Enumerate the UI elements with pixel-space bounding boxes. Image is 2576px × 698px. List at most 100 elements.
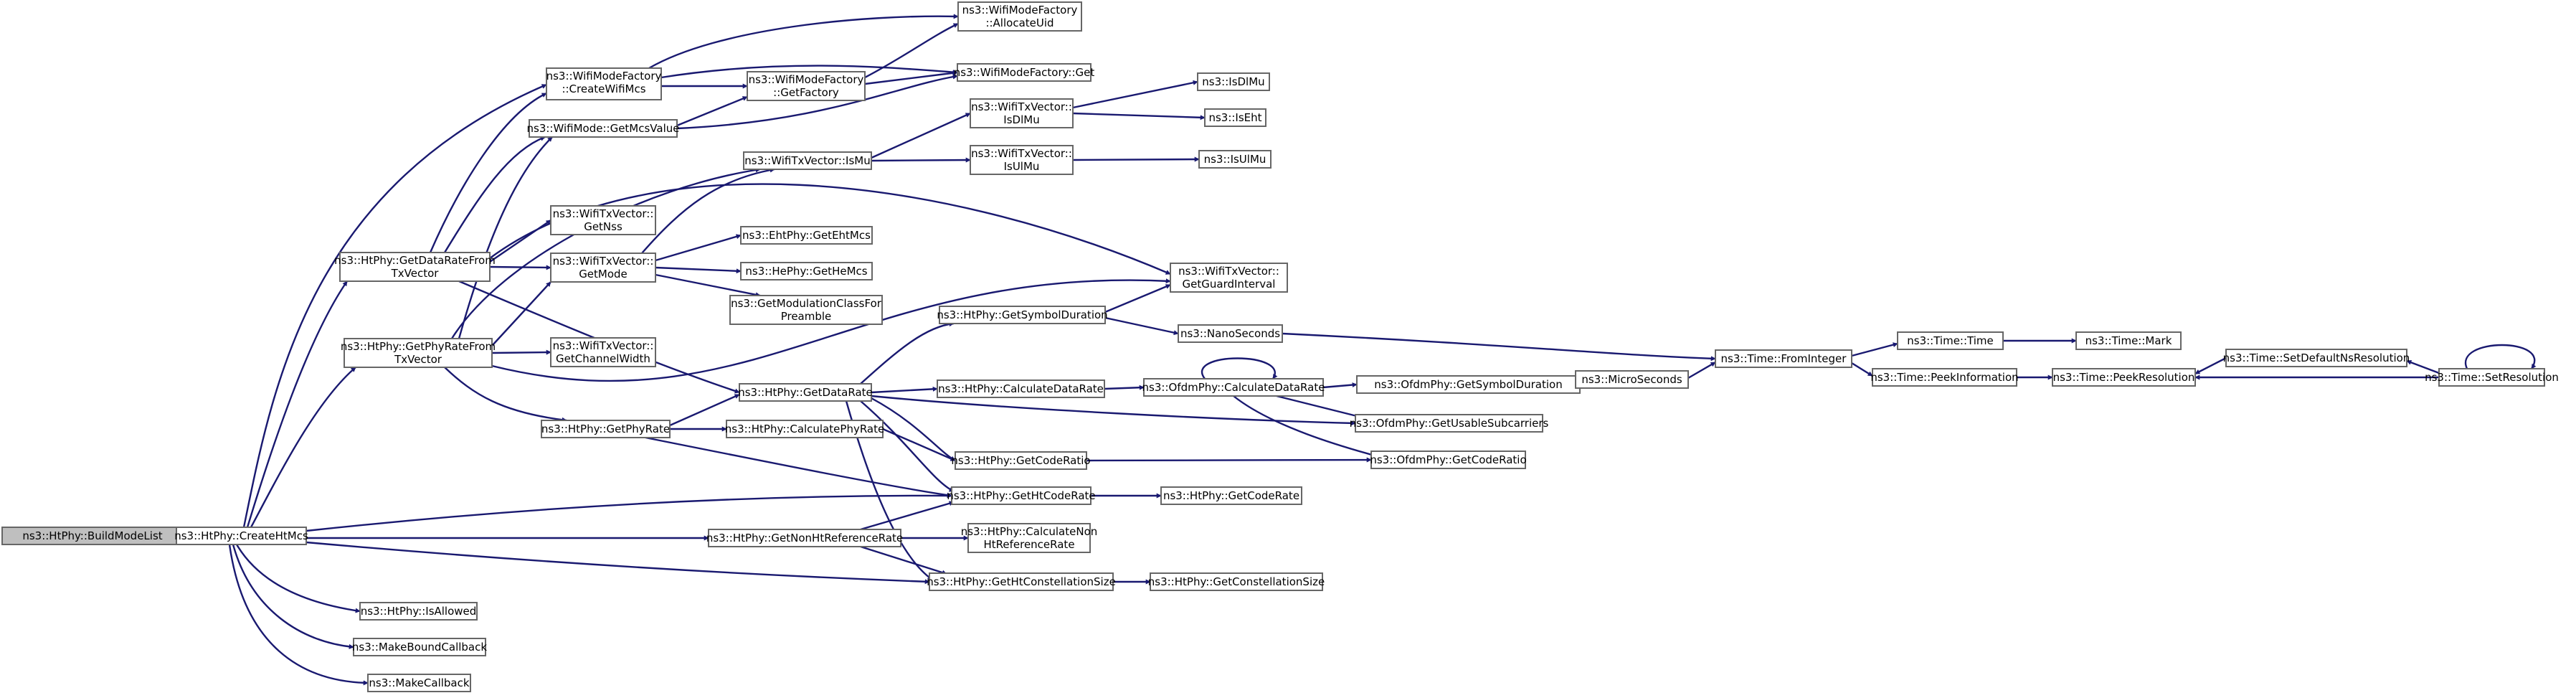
node-label: ns3::WifiModeFactory [962,4,1078,16]
node-label: ns3::WifiTxVector:: [971,147,1072,160]
edge-n31-to-n29 [860,501,955,531]
node-box [2225,349,2407,367]
node-label: ns3::Time::SetResolution [2425,371,2559,384]
function-node[interactable]: ns3::IsEht [1204,108,1266,127]
node-label: ns3::HtPhy::GetCodeRatio [951,454,1090,467]
node-label: ns3::WifiTxVector:: [971,100,1072,113]
node-box [344,338,493,368]
function-node[interactable]: ns3::HtPhy::GetCodeRatio [951,451,1091,470]
function-node[interactable]: ns3::Time::SetResolution [2425,368,2559,387]
function-node[interactable]: ns3::HtPhy::CalculateDataRate [937,379,1105,398]
function-node[interactable]: ns3::WifiTxVector::IsMu [743,151,872,170]
edge-n6-to-n23 [669,393,740,427]
function-node[interactable]: ns3::HtPhy::IsAllowed [359,602,478,621]
function-node[interactable]: ns3::WifiMode::GetMcsValue [527,119,680,138]
function-node[interactable]: ns3::WifiTxVector::IsUlMu [970,145,1074,175]
node-label: ns3::MakeBoundCallback [352,641,487,654]
node-label: ns3::HtPhy::GetPhyRate [541,423,670,435]
node-label: ::AllocateUid [985,16,1053,29]
node-label: ::GetFactory [773,86,839,99]
function-node[interactable]: ns3::Time::PeekResolution [2052,368,2196,387]
function-node[interactable]: ns3::IsDlMu [1197,72,1270,91]
node-box [1575,370,1689,389]
node-label: Preamble [781,310,832,323]
function-node[interactable]: ns3::MakeBoundCallback [352,638,487,656]
function-node[interactable]: ns3::HtPhy::GetSymbolDuration [937,306,1108,324]
edge-n38-to-n38 [1201,357,1278,379]
function-node[interactable]: ns3::WifiTxVector::GetNss [550,205,656,235]
node-label: ns3::IsEht [1208,111,1261,124]
node-box [367,674,471,692]
node-box [2438,368,2545,387]
node-box [359,602,478,621]
function-node[interactable]: ns3::HtPhy::GetNonHtReferenceRate [706,529,903,547]
function-node[interactable]: ns3::HtPhy::GetPhyRate [541,420,671,438]
edge-n24-to-n25 [1104,316,1179,336]
edge-n12-to-n19 [655,234,742,262]
edge-n5-to-n22 [491,278,1171,382]
function-node[interactable]: ns3::Time::Time [1897,331,2004,350]
function-node[interactable]: ns3::HtPhy::GetCodeRate [1160,486,1302,505]
function-node[interactable]: ns3::HtPhy::GetConstellationSize [1148,572,1325,591]
edge-n3-to-n8 [676,74,958,130]
edge-n5-to-n6 [444,367,567,423]
node-box [1715,349,1852,368]
function-node[interactable]: ns3::IsUlMu [1198,150,1272,169]
node-box [970,145,1074,175]
edge-n9-to-n8 [864,70,958,85]
node-box [353,638,486,656]
node-label: ns3::WifiTxVector::IsMu [744,154,870,167]
node-label: ns3::Time::PeekInformation [1870,371,2018,384]
function-node[interactable]: ns3::Time::FromInteger [1715,349,1852,368]
function-node[interactable]: ns3::WifiTxVector::GetGuardInterval [1170,263,1288,293]
function-node[interactable]: ns3::WifiModeFactory::CreateWifiMcs [546,67,662,100]
function-node[interactable]: ns3::WifiTxVector::GetChannelWidth [550,337,656,367]
function-node[interactable]: ns3::HtPhy::GetDataRate [738,383,873,402]
function-node[interactable]: ns3::WifiTxVector::IsDlMu [970,98,1074,128]
function-node[interactable]: ns3::WifiModeFactory::AllocateUid [957,1,1082,32]
edge-n23-to-n29 [860,400,955,493]
edge-n5-to-n13 [491,349,551,355]
edge-n5-to-n12 [491,281,551,346]
node-label: ns3::MakeCallback [369,676,469,689]
node-box [955,451,1087,470]
node-label: ns3::WifiModeFactory [749,73,864,86]
node-box [970,98,1074,128]
function-node[interactable]: ns3::MicroSeconds [1575,370,1689,389]
function-node[interactable]: ns3::Time::SetDefaultNsResolution [2223,349,2410,367]
function-node[interactable]: ns3::WifiTxVector::GetMode [550,253,656,283]
function-node[interactable]: ns3::HtPhy::CalculatePhyRate [725,420,884,438]
node-box [739,383,872,402]
edge-n4-to-n2 [429,92,547,253]
node-box [957,1,1082,32]
node-label: ns3::Time::Mark [2085,334,2172,347]
function-node[interactable]: ns3::OfdmPhy::CalculateDataRate [1142,378,1325,397]
edge-n12-to-n21 [655,273,761,298]
function-node[interactable]: ns3::HtPhy::GetHtCodeRate [947,486,1096,505]
function-node[interactable]: ns3::Time::Mark [2075,331,2182,350]
function-node[interactable]: ns3::HtPhy::GetHtConstellationSize [927,572,1116,591]
node-label: IsDlMu [1003,113,1039,126]
function-node[interactable]: ns3::EhtPhy::GetEhtMcs [740,226,873,245]
edge-n48-to-n47 [2194,357,2227,375]
function-node[interactable]: ns3::OfdmPhy::GetSymbolDuration [1356,375,1581,394]
function-node[interactable]: ns3::HtPhy::CreateHtMcs [174,527,308,545]
function-node[interactable]: ns3::WifiModeFactory::Get [954,63,1095,82]
function-node[interactable]: ns3::NanoSeconds [1178,324,1283,343]
function-node[interactable]: ns3::MakeCallback [367,674,471,692]
function-node[interactable]: ns3::WifiModeFactory::GetFactory [747,71,866,101]
edge-n31-to-n33 [860,545,947,575]
function-node[interactable]: ns3::OfdmPhy::GetCodeRatio [1370,451,1527,469]
root-function-node[interactable]: ns3::HtPhy::BuildModeList [1,527,184,545]
node-box [1355,414,1543,433]
edge-n2-to-n8 [660,65,958,79]
function-node[interactable]: ns3::OfdmPhy::GetUsableSubcarriers [1350,414,1549,433]
edge-n12-to-n10 [641,167,775,254]
function-node[interactable]: ns3::Time::PeekInformation [1870,368,2019,387]
function-node[interactable]: ns3::HePhy::GetHeMcs [740,262,873,280]
node-label: ns3::HtPhy::GetHtConstellationSize [927,575,1116,588]
